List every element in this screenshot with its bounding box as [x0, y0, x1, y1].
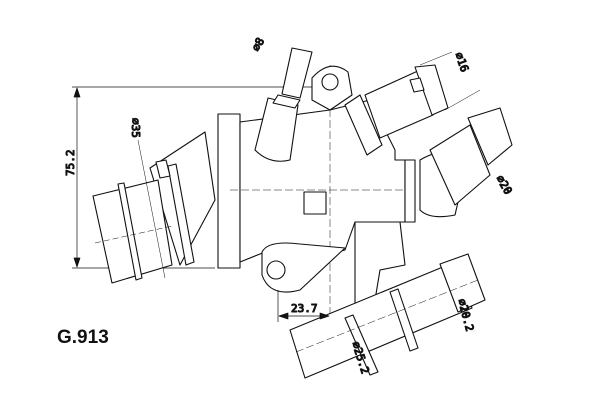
sensor-diameter-label: ⌀16	[452, 51, 471, 74]
upper-outlet-pipe	[404, 107, 513, 223]
bottom-mounting-ear	[261, 242, 346, 293]
bleed-nipple	[254, 47, 313, 162]
inlet-diameter-label: ⌀35	[129, 118, 142, 138]
main-flange	[217, 113, 241, 269]
inlet-dim-line	[137, 139, 166, 279]
lower-outlet-pipe	[289, 221, 486, 379]
temperature-sensor	[344, 64, 449, 156]
bleed-diameter-label: ⌀8	[249, 36, 267, 54]
sensor-extension-line	[444, 89, 481, 111]
body-notch	[303, 191, 327, 215]
part-number: G.913	[57, 327, 109, 348]
sensor-extension-line	[419, 51, 453, 66]
top-mounting-ear	[311, 65, 353, 111]
offset-dimension	[277, 290, 330, 322]
height-label: 75.2	[64, 150, 77, 177]
inlet-pipe	[92, 131, 216, 284]
offset-label: 23.7	[291, 302, 318, 315]
upper-outlet-diameter-label: ⌀20	[493, 173, 514, 197]
